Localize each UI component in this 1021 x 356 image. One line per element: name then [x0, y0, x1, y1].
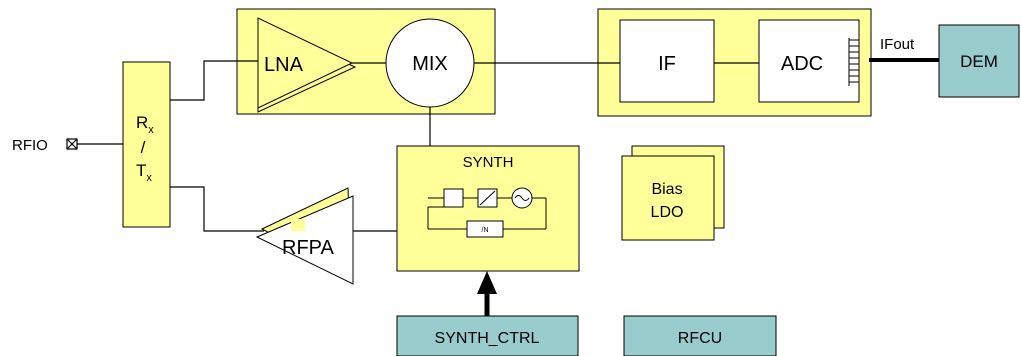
- rfcu-label: RFCU: [678, 330, 722, 347]
- lna-label: LNA: [264, 54, 304, 76]
- adc-output-bus: [848, 38, 859, 86]
- rfpa-label: RFPA: [282, 237, 335, 259]
- synth-label: SYNTH: [463, 154, 514, 171]
- rfio-port-icon: [66, 138, 78, 150]
- dem-label: DEM: [960, 52, 998, 71]
- ldo-label: LDO: [651, 204, 684, 221]
- pll-schematic: [427, 187, 547, 238]
- ifout-label: IFout: [880, 36, 915, 53]
- slash-label: /: [141, 138, 146, 157]
- adc-label: ADC: [781, 53, 823, 75]
- adc-block: [758, 19, 860, 103]
- bias-ldo-block: [621, 155, 715, 241]
- lna-triangle: [257, 17, 354, 109]
- if-block: [619, 19, 715, 103]
- bias-label: Bias: [651, 181, 682, 198]
- mix-label: MIX: [412, 53, 448, 75]
- rfpa-triangle: [255, 195, 354, 285]
- rfpa-notch: [291, 219, 305, 231]
- rx-to-lna-wire: [170, 60, 258, 101]
- tx-to-rfpa-wire: [170, 186, 264, 232]
- tx-label: Tx: [136, 161, 152, 184]
- synth-ctrl-arrow-head: [477, 271, 497, 294]
- rfio-label: RFIO: [12, 137, 48, 154]
- rx-tx-switch: [122, 61, 171, 228]
- rx-label: Rx: [136, 113, 154, 136]
- phase-detector-box: [443, 188, 464, 208]
- divider-label: /N: [482, 227, 489, 234]
- synth-ctrl-label: SYNTH_CTRL: [435, 330, 540, 347]
- synth-block: [396, 145, 580, 272]
- if-label: IF: [658, 53, 676, 75]
- synth-ctrl-block: [396, 315, 579, 356]
- rfcu-block: [623, 315, 777, 356]
